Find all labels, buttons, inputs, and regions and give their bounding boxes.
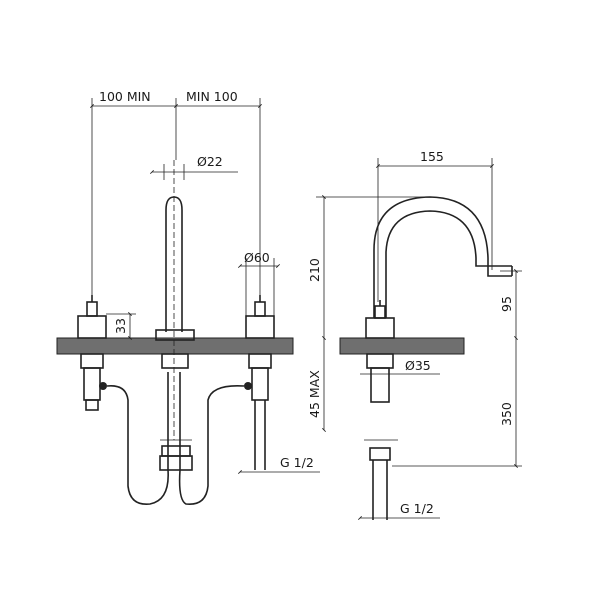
right-valve-nut [248,353,272,369]
right-valve-body [251,367,269,401]
dim-left-spacing-label: 100 MIN [99,89,151,104]
side-countertop [339,337,465,355]
side-underdeck-nut [366,353,394,369]
dim-handle-height-label: 33 [113,318,128,334]
side-view: 155 210 95 Ø35 45 MAX 350 [307,149,522,520]
dim-deck-thickness-label: 45 MAX [307,370,322,418]
center-connector-body [161,445,191,457]
front-spout-base [155,329,195,341]
right-handle-stem [254,301,266,317]
side-connector-nut [369,447,391,461]
side-underdeck-body [370,367,390,403]
dim-hose-length-label: 350 [499,402,514,426]
dim-side-supply-label: G 1/2 [400,501,434,516]
front-view: 100 MIN MIN 100 Ø22 33 Ø60 [56,89,320,505]
left-handle-body [77,315,107,339]
left-valve-nut [80,353,104,369]
left-valve-bottom [85,399,99,411]
dim-spout-height-label: 95 [499,296,514,312]
right-handle-body [245,315,275,339]
left-valve-body [83,367,101,401]
dim-total-height-label: 210 [307,258,322,282]
front-spout-underdeck [161,353,189,369]
center-connector-nut [159,455,193,471]
dim-right-spacing-label: MIN 100 [186,89,238,104]
left-hose [106,372,169,505]
dim-reach-label: 155 [420,149,444,164]
side-base-stem [374,305,386,319]
left-valve-port [99,382,107,390]
side-spout-outer [373,196,512,318]
right-valve-port [244,382,252,390]
dim-supply-label: G 1/2 [280,455,314,470]
dim-spout-diameter-label: Ø22 [197,154,223,169]
dim-handle-diameter-label: Ø60 [244,250,270,265]
side-spout-inner [385,210,512,318]
side-base [365,317,395,339]
dim-body-diameter-label: Ø35 [405,358,431,373]
left-handle-stem [86,301,98,317]
right-hose [178,372,245,505]
